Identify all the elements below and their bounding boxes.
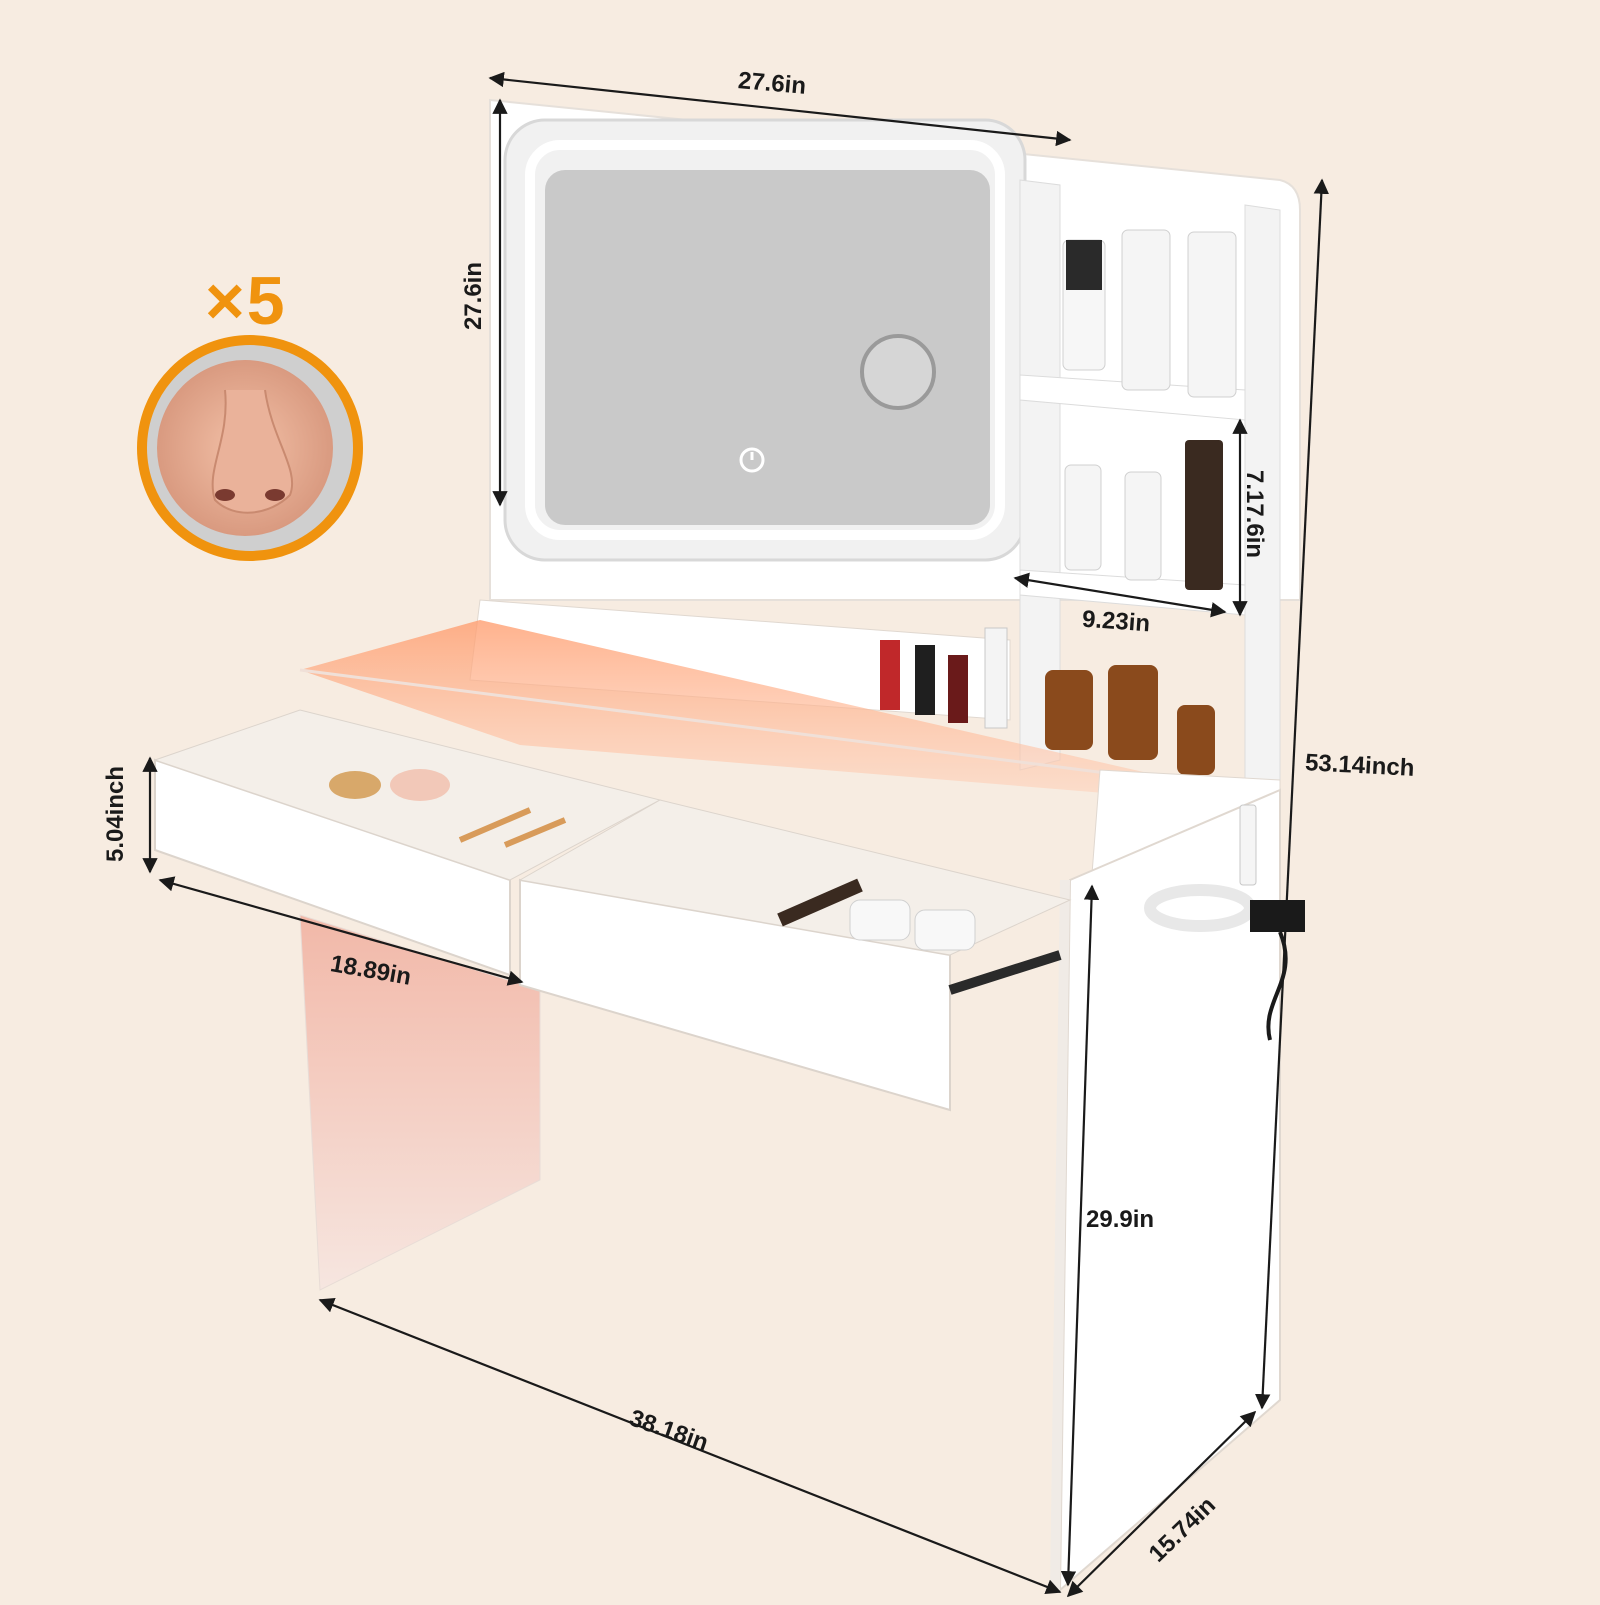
label-mirror-height: 27.6in <box>460 261 488 331</box>
arrow-table-depth <box>1066 1410 1257 1598</box>
led-mirror <box>503 118 1027 562</box>
magnifier-illustration <box>137 335 363 561</box>
drawer-slide <box>948 950 1062 995</box>
label-total-height: 53.14inch <box>1304 749 1416 782</box>
right-drawer <box>518 799 1072 1112</box>
label-shelf-width: 9.23in <box>1081 605 1151 638</box>
arrow-drawer-width <box>158 876 524 986</box>
label-mirror-width: 27.6in <box>736 67 808 100</box>
label-leg-height: 29.9in <box>1086 1206 1155 1233</box>
label-shelf-height: 7.17.6in <box>1241 469 1269 559</box>
arrow-mirror-width <box>488 71 1072 147</box>
label-drawer-depth: 5.04inch <box>102 765 130 863</box>
arrow-table-width <box>318 1297 1062 1595</box>
mini-magnifier <box>860 334 936 410</box>
magnification-label: ×5 <box>205 263 287 339</box>
arrow-shelf-width <box>1013 572 1227 618</box>
touch-power-icon <box>739 447 765 473</box>
dimension-lines <box>142 71 1330 1598</box>
power-strip <box>1239 804 1257 886</box>
arrow-total-height <box>1254 178 1330 1410</box>
